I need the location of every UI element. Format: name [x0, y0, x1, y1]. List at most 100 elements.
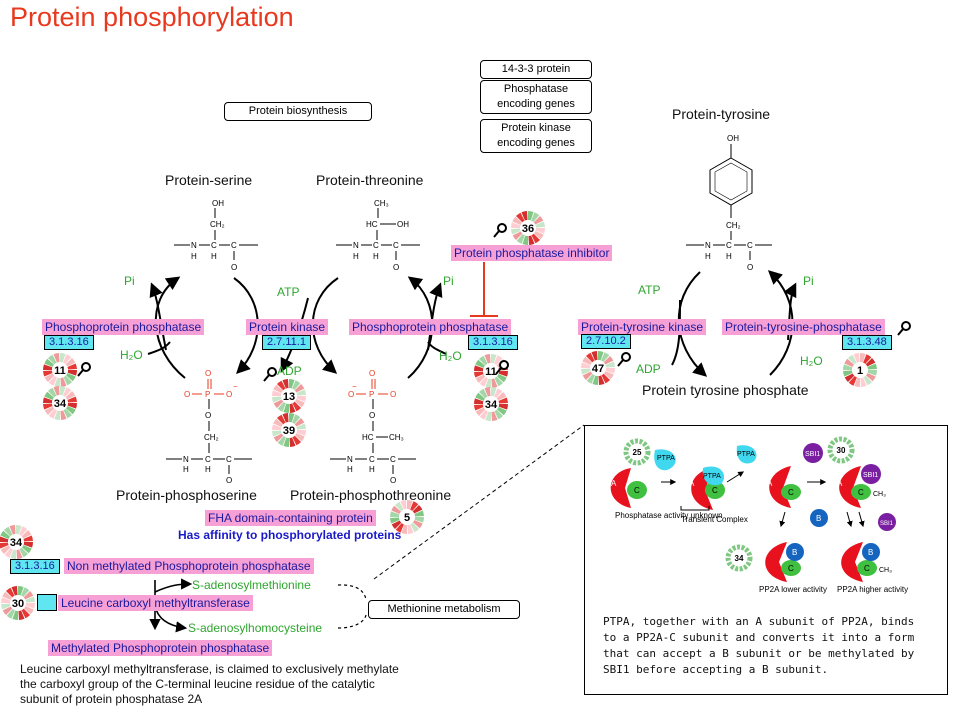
badge-segment: [491, 411, 498, 421]
badge-b47[interactable]: 47: [581, 351, 615, 385]
badge-b30b[interactable]: 30: [827, 436, 855, 464]
badge-segment: [591, 351, 598, 361]
molecule-protein-threonine[interactable]: Protein-threonine: [316, 172, 424, 188]
box-phosphatase-genes[interactable]: Phosphatase encoding genes: [480, 80, 592, 114]
badge-segment: [292, 380, 301, 391]
badge-segment: [394, 501, 404, 512]
badge-segment: [843, 364, 853, 370]
badge-b25[interactable]: 25: [623, 438, 651, 466]
molecule-protein-phosphothreonine[interactable]: Protein-phosphothreonine: [290, 487, 452, 503]
badge-segment: [48, 408, 57, 419]
badge-center: [590, 360, 606, 376]
badge-segment: [860, 377, 867, 387]
cofactor-sam[interactable]: S-adenosylmethionine: [192, 578, 311, 592]
struct-o: O: [184, 390, 190, 399]
badge-segment: [19, 526, 28, 537]
label-ch3: CH₃: [879, 567, 892, 574]
badge-segment: [407, 500, 413, 510]
struct-h: H: [369, 465, 375, 474]
enzyme-leucine-carboxyl[interactable]: Leucine carboxyl methyltransferase: [58, 595, 253, 611]
cofactor-sah[interactable]: S-adenosylhomocysteine: [188, 621, 323, 635]
badge-segment: [847, 354, 857, 365]
badge-b13[interactable]: 13: [272, 379, 306, 413]
badge-segment: [533, 231, 544, 240]
enzyme-phosphoprotein-phosphatase-mid[interactable]: Phosphoprotein phosphatase: [349, 319, 512, 335]
badge-segment: [292, 414, 301, 425]
label-ptpa: PTPA: [657, 455, 675, 462]
molecule-protein-tyrosine-phosphate[interactable]: Protein tyrosine phosphate: [642, 382, 809, 398]
sbi1-blob-1: [803, 443, 823, 463]
badge-segment: [592, 375, 598, 385]
cofactor-adp-tyr[interactable]: ADP: [636, 362, 661, 376]
cofactor-atp-mid[interactable]: ATP: [277, 285, 300, 299]
struct-c: C: [226, 455, 232, 464]
badge-b30[interactable]: 30: [1, 586, 35, 620]
badge-count: 39: [283, 425, 295, 437]
arrow-pi-left: [149, 282, 167, 351]
cofactor-pi-tyr[interactable]: Pi: [803, 274, 814, 288]
label-b: B: [816, 514, 821, 523]
molecule-protein-tyrosine[interactable]: Protein-tyrosine: [672, 106, 771, 122]
enzyme-protein-phosphatase-inhibitor[interactable]: Protein phosphatase inhibitor: [451, 245, 613, 261]
badge-segment: [44, 358, 55, 367]
cofactor-pi-mid[interactable]: Pi: [443, 274, 454, 288]
badge-b34a[interactable]: 34: [43, 386, 77, 420]
enzyme-protein-kinase[interactable]: Protein kinase: [246, 319, 329, 335]
ec-number-empty-box[interactable]: [37, 594, 57, 611]
enzyme-non-methylated-pp[interactable]: Non methylated Phosphoprotein phosphatas…: [64, 558, 314, 574]
ec-number-tyr-phosphatase[interactable]: 3.1.3.48: [842, 335, 892, 350]
badge-segment: [400, 500, 407, 510]
badge-b11a[interactable]: 11: [43, 353, 77, 387]
box-kinase-genes[interactable]: Protein kinase encoding genes: [480, 119, 592, 153]
badge-b34b[interactable]: 34: [474, 387, 508, 421]
badge-b39[interactable]: 39: [272, 413, 306, 447]
enzyme-fha-domain[interactable]: FHA domain-containing protein: [205, 510, 376, 526]
molecule-protein-serine[interactable]: Protein-serine: [165, 172, 253, 188]
badge-segment: [289, 437, 296, 447]
badge-segment: [272, 430, 282, 437]
molecule-protein-phosphoserine[interactable]: Protein-phosphoserine: [116, 487, 257, 503]
cofactor-h2o-left[interactable]: H₂O: [120, 348, 143, 362]
arrow-h2o-mid: [427, 341, 447, 355]
struct-ch2: CH₂: [210, 220, 225, 229]
badge-b11b[interactable]: 11: [474, 354, 508, 388]
badge-b5[interactable]: 5: [390, 500, 424, 534]
enzyme-protein-tyrosine-kinase[interactable]: Protein-tyrosine kinase: [578, 319, 707, 335]
badge-segment: [496, 391, 507, 401]
enzyme-methylated-pp[interactable]: Methylated Phosphoprotein phosphatase: [48, 640, 273, 656]
badge-segment: [65, 357, 76, 367]
badge-segment: [478, 388, 488, 399]
badge-segment: [67, 403, 77, 409]
cofactor-atp-tyr[interactable]: ATP: [638, 283, 661, 297]
badge-b34c[interactable]: 34: [0, 525, 33, 559]
enzyme-phosphoprotein-phosphatase-left[interactable]: Phosphoprotein phosphatase: [42, 319, 205, 335]
ptpa-blob-1: [654, 449, 676, 471]
badge-segment: [860, 353, 866, 363]
cofactor-pi-left[interactable]: Pi: [124, 274, 135, 288]
badge-segment: [605, 368, 615, 374]
cofactor-adp-mid[interactable]: ADP: [277, 364, 302, 378]
ec-number-left[interactable]: 3.1.3.16: [44, 335, 94, 350]
badge-segment: [21, 608, 31, 619]
cofactor-h2o-mid[interactable]: H₂O: [439, 349, 462, 363]
enzyme-protein-tyrosine-phosphatase[interactable]: Protein-tyrosine-phosphatase: [722, 319, 885, 335]
struct-h: H: [183, 465, 189, 474]
badge-count: 11: [485, 366, 497, 378]
badge-b1[interactable]: 1: [843, 353, 877, 387]
box-methionine-metabolism[interactable]: Methionine metabolism: [368, 600, 520, 619]
badge-b36[interactable]: 36: [511, 211, 545, 245]
box-protein-biosynthesis[interactable]: Protein biosynthesis: [224, 102, 372, 121]
label-a: A: [611, 479, 617, 488]
box-14-3-3-protein[interactable]: 14-3-3 protein: [480, 60, 592, 79]
cofactor-h2o-tyr[interactable]: H₂O: [800, 354, 823, 368]
ec-number-bottom[interactable]: 3.1.3.16: [10, 559, 60, 574]
badge-segment: [65, 390, 76, 400]
badge-segment: [67, 396, 77, 403]
ec-number-kinase[interactable]: 2.7.11.1: [262, 335, 311, 350]
ec-number-mid[interactable]: 3.1.3.16: [468, 335, 518, 350]
ec-number-tyr-kinase[interactable]: 2.7.10.2: [581, 334, 631, 349]
badge-segment: [44, 406, 55, 416]
badge-b34d[interactable]: 34: [725, 544, 753, 572]
badge-segment: [412, 504, 423, 514]
ptpa-blob-3: [736, 445, 757, 464]
